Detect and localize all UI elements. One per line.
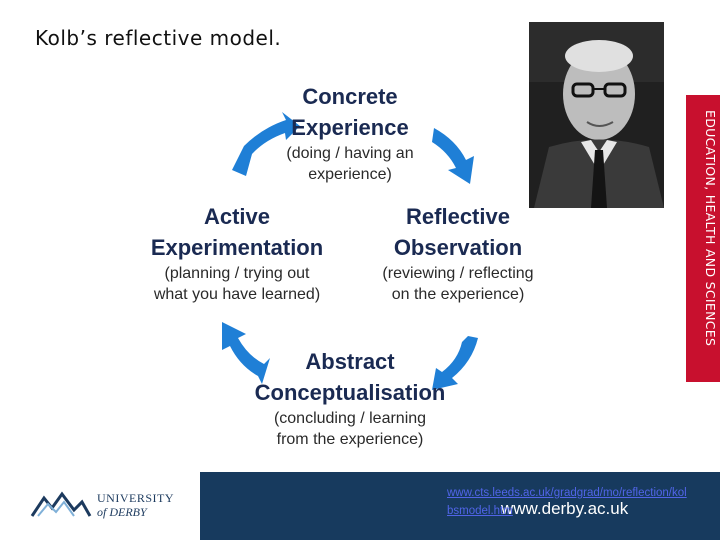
- stage-title-line: Conceptualisation: [254, 380, 446, 405]
- stage-title-line: Experimentation: [150, 235, 324, 260]
- university-name-line: of DERBY: [97, 505, 147, 519]
- arrow-left-to-top: [232, 112, 300, 176]
- stage-desc-line: (concluding / learning: [273, 410, 427, 427]
- stage-desc-line: (doing / having an: [286, 145, 414, 162]
- stage-desc-line: from the experience): [276, 431, 424, 448]
- stage-desc-line: (reviewing / reflecting: [382, 265, 534, 282]
- stage-title-line: Observation: [393, 235, 523, 260]
- stage-abstract-conceptualisation: Abstract Conceptualisation (concluding /…: [240, 346, 460, 450]
- stage-title-line: Abstract: [305, 349, 395, 374]
- slide-title: Kolb’s reflective model.: [35, 26, 282, 50]
- stage-title-line: Active: [203, 204, 271, 229]
- stage-active-experimentation: Active Experimentation (planning / tryin…: [137, 201, 337, 305]
- university-name-line: UNIVERSITY: [97, 491, 174, 505]
- faculty-label: EDUCATION, HEALTH AND SCIENCES: [703, 110, 718, 347]
- arrow-right-to-bottom: [432, 336, 478, 390]
- stage-desc-line: on the experience): [391, 286, 525, 303]
- stage-title-line: Reflective: [406, 204, 510, 229]
- stage-desc-line: (planning / trying out: [164, 265, 310, 282]
- faculty-band: [686, 95, 720, 382]
- portrait-photo: [529, 22, 664, 208]
- stage-reflective-observation: Reflective Observation (reviewing / refl…: [368, 201, 548, 305]
- stage-title-line: Experience: [291, 115, 409, 140]
- stage-desc-line: experience): [308, 166, 392, 183]
- footer-logo-area: [0, 472, 200, 540]
- reference-link[interactable]: www.cts.leeds.ac.uk/gradgrad/mo/reflecti…: [447, 487, 687, 517]
- website-url[interactable]: www.derby.ac.uk: [501, 499, 629, 518]
- stage-title-line: Concrete: [302, 84, 398, 109]
- arrow-top-to-right: [432, 128, 474, 184]
- stage-concrete-experience: Concrete Experience (doing / having an e…: [255, 81, 445, 185]
- stage-desc-line: what you have learned): [153, 286, 321, 303]
- university-wordmark: UNIVERSITY of DERBY: [97, 491, 174, 519]
- university-logo-icon: [30, 491, 92, 517]
- arrow-bottom-to-left: [222, 322, 270, 384]
